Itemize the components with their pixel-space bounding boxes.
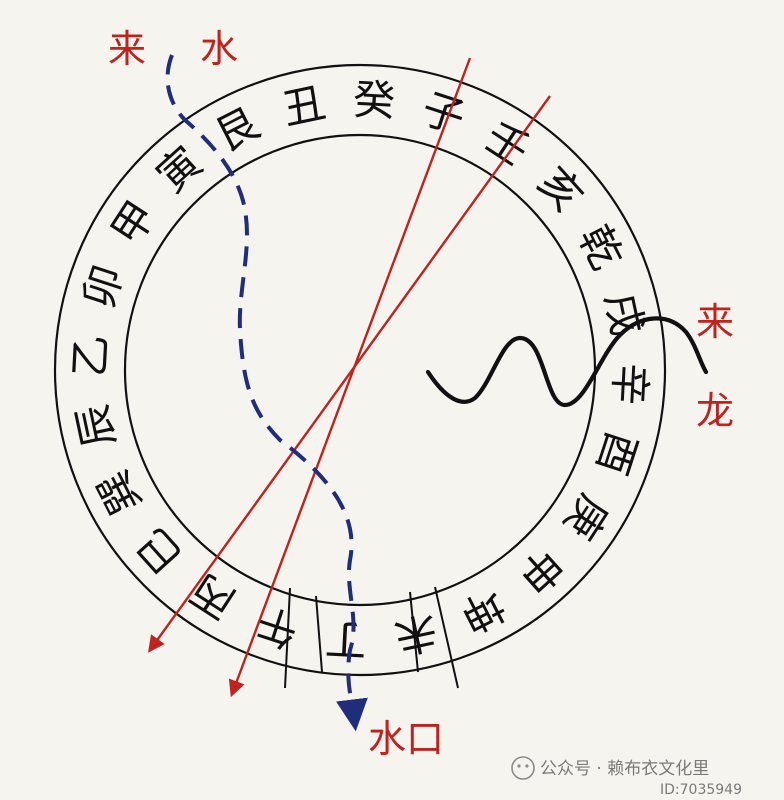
sector-divider <box>434 586 459 689</box>
water-flow-path <box>165 54 368 732</box>
inner-ring <box>123 133 597 607</box>
sector-divider <box>284 587 291 689</box>
wechat-icon <box>511 756 535 780</box>
ring-sector-label: 亥 <box>528 157 593 221</box>
ring-sector-label: 丁 <box>324 614 369 665</box>
ring-sector-label: 寅 <box>147 137 211 202</box>
watermark: 公众号 · 赖布衣文化里 ID:7035949 <box>511 756 742 798</box>
ring-sector-label: 申 <box>509 538 573 603</box>
outer-ring <box>53 63 667 677</box>
ring-sector-label: 甲 <box>102 192 166 254</box>
ring-sector-label: 坤 <box>453 579 513 642</box>
ring-sector-label: 丙 <box>182 564 244 628</box>
ring-sector-label: 巳 <box>127 519 192 583</box>
ring-sector-label: 癸 <box>352 75 397 126</box>
ring-sector-label: 乾 <box>569 218 632 278</box>
sector-divider <box>409 591 419 673</box>
ring-sector-label: 艮 <box>208 98 268 161</box>
ring-sector-label: 丑 <box>278 78 329 135</box>
red-line-2 <box>148 95 551 653</box>
label-inflow-water-right: 水 <box>200 27 238 71</box>
ring-sector-label: 卯 <box>73 259 133 314</box>
ring-sector-labels: 艮寅甲卯乙辰巽巳丙午丁未坤申庚酉辛戌乾亥壬子癸丑 <box>65 75 655 665</box>
ring-sector-label: 未 <box>390 606 441 663</box>
ring-sector-label: 辛 <box>604 362 655 407</box>
ring-sector-label: 壬 <box>476 112 538 176</box>
label-water-outlet: 水口 <box>368 717 444 761</box>
incoming-dragon-curve <box>425 316 709 408</box>
ring-sector-label: 酉 <box>587 426 647 481</box>
red-line-1 <box>228 57 472 698</box>
sector-divider <box>315 595 323 673</box>
label-incoming-dragon-bottom: 龙 <box>696 389 734 433</box>
watermark-text: 公众号 · 赖布衣文化里 <box>540 759 709 779</box>
label-incoming-dragon-top: 来 <box>696 300 734 344</box>
ring-sector-label: 巽 <box>88 463 151 523</box>
ring-sector-label: 庚 <box>554 486 618 548</box>
ring-sector-label: 乙 <box>65 334 116 379</box>
watermark-id: ID:7035949 <box>660 782 742 798</box>
ring-sector-label: 辰 <box>68 400 125 451</box>
ring-sector-label: 子 <box>416 83 471 143</box>
label-inflow-water-left: 来 <box>108 27 146 71</box>
